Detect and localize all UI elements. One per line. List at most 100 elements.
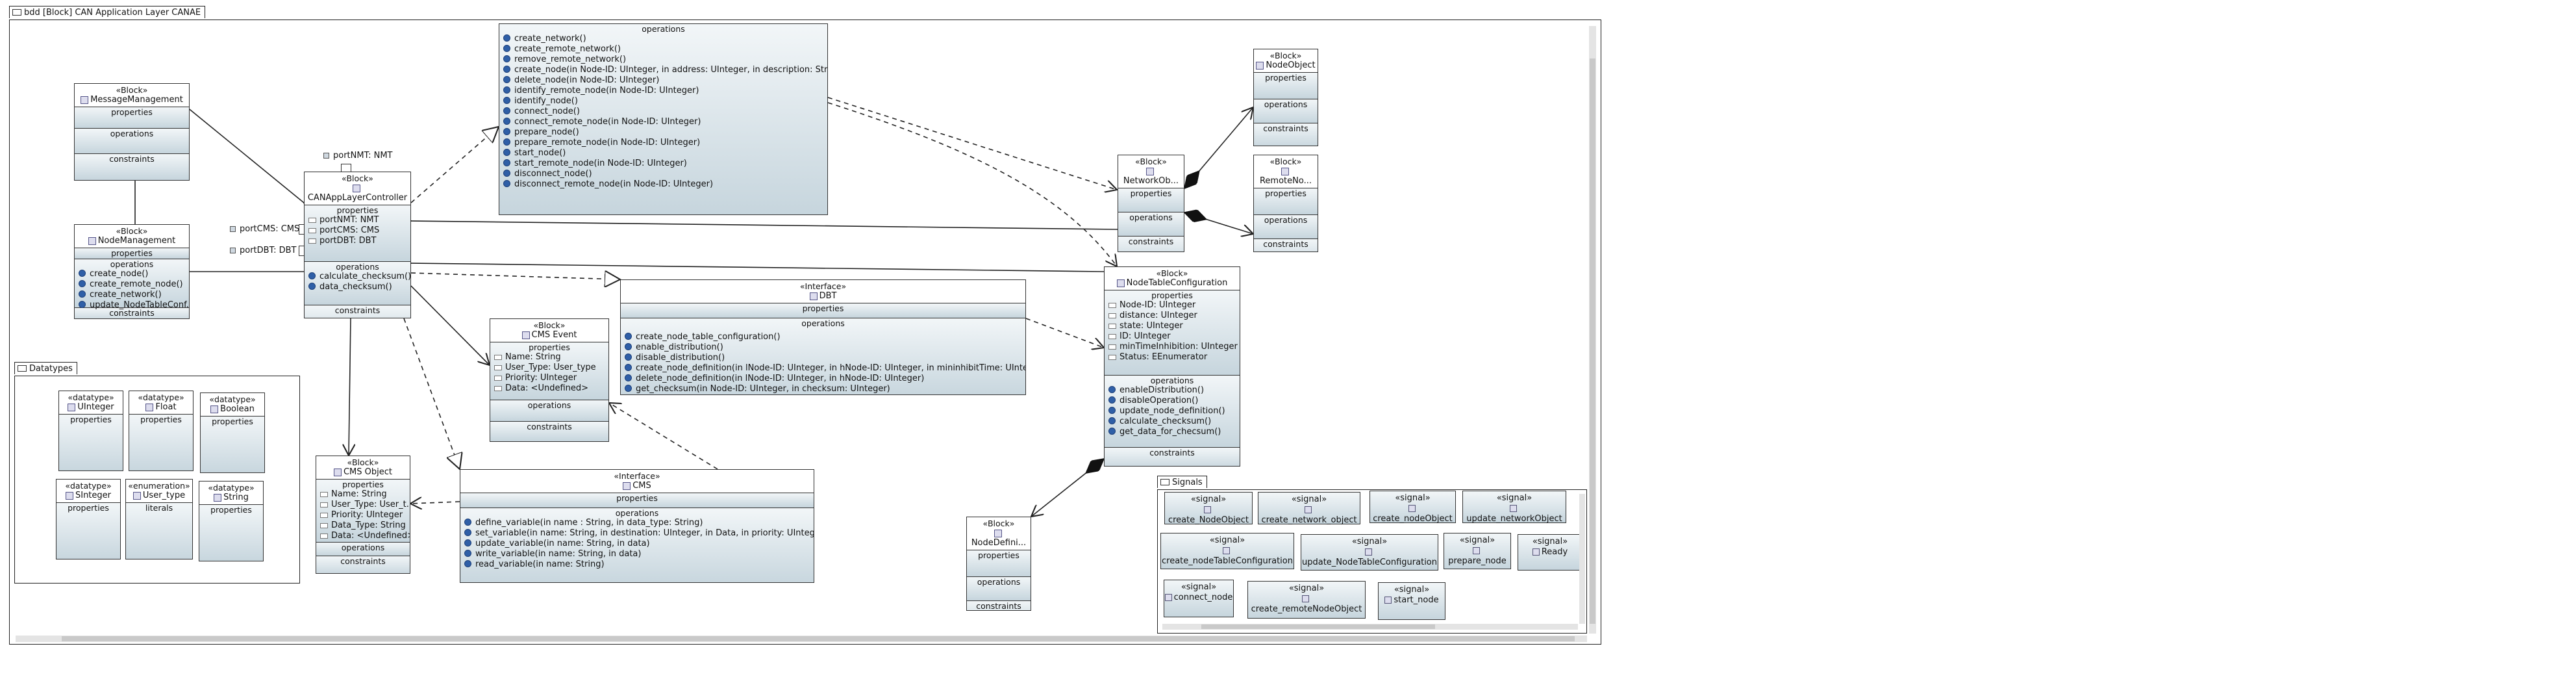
block-cms-event[interactable]: «Block» CMS Event properties Name: Strin…	[490, 318, 609, 442]
operation-item[interactable]: write_variable(in name: String, in data)	[460, 549, 814, 559]
operation-item[interactable]: update_NodeTableConf...	[75, 300, 189, 311]
operation-item[interactable]: remove_remote_network()	[499, 55, 827, 65]
operation-item[interactable]: get_data_for_checsum()	[1105, 427, 1240, 437]
operation-item[interactable]: update_variable(in name: String, in data…	[460, 539, 814, 549]
operation-item[interactable]: start_remote_node(in Node-ID: UInteger)	[499, 159, 827, 169]
signal-update-networkobject[interactable]: «signal»update_networkObject	[1462, 491, 1566, 524]
operation-item[interactable]: create_node_definition(in lNode-ID: UInt…	[621, 363, 1025, 374]
property-item[interactable]: Data: <Undefined>	[490, 383, 608, 394]
property-item[interactable]: Name: String	[316, 489, 410, 500]
operation-item[interactable]: enable_distribution()	[621, 342, 1025, 353]
operation-item[interactable]: calculate_checksum()	[305, 272, 410, 282]
property-item[interactable]: Data_Type: String	[316, 520, 410, 531]
stereotype: «Block»	[116, 85, 148, 95]
constraints-label: constraints	[109, 154, 155, 164]
operation-item[interactable]: identify_remote_node(in Node-ID: UIntege…	[499, 86, 827, 96]
operation-item[interactable]: disconnect_remote_node(in Node-ID: UInte…	[499, 179, 827, 190]
property-item[interactable]: portNMT: NMT	[305, 215, 410, 225]
operation-item[interactable]: delete_node(in Node-ID: UInteger)	[499, 75, 827, 86]
signal-create-remotenodeobject[interactable]: «signal»create_remoteNodeObject	[1247, 581, 1366, 619]
operation-item[interactable]: read_variable(in name: String)	[460, 559, 814, 570]
interface-dbt[interactable]: «Interface» DBT properties operations cr…	[620, 279, 1026, 395]
datatype-sinteger[interactable]: «datatype» SInteger properties	[56, 479, 121, 559]
property-item[interactable]: distance: UInteger	[1105, 311, 1240, 321]
block-node-management[interactable]: «Block» NodeManagement properties operat…	[74, 224, 190, 319]
signal-prepare-node[interactable]: «signal»prepare_node	[1444, 533, 1511, 569]
datatypes-package-tab[interactable]: Datatypes	[14, 362, 77, 374]
property-item[interactable]: portCMS: CMS	[305, 225, 410, 236]
property-item[interactable]: User_Type: User_t...	[316, 500, 410, 510]
operations-label: operations	[642, 24, 685, 34]
block-can-app-layer-controller[interactable]: «Block» CANAppLayerController properties…	[304, 172, 411, 318]
operation-item[interactable]: data_checksum()	[305, 282, 410, 292]
enumeration-user-type[interactable]: «enumeration» User_type literals	[125, 479, 193, 559]
operation-item[interactable]: create_remote_network()	[499, 44, 827, 55]
signal-ready[interactable]: «signal»Ready	[1518, 534, 1582, 571]
datatype-string[interactable]: «datatype» String properties	[199, 481, 264, 561]
operation-item[interactable]: enableDistribution()	[1105, 385, 1240, 396]
block-node-table-configuration[interactable]: «Block» NodeTableConfiguration propertie…	[1104, 266, 1240, 467]
block-cms-object[interactable]: «Block» CMS Object properties Name: Stri…	[316, 456, 410, 574]
diagram-title-tab[interactable]: bdd [Block] CAN Application Layer CANAE	[9, 6, 206, 18]
operation-item[interactable]: update_node_definition()	[1105, 406, 1240, 417]
signals-horizontal-scroll-thumb[interactable]	[1201, 624, 1435, 629]
datatype-uinteger[interactable]: «datatype» UInteger properties	[58, 391, 123, 471]
operation-item[interactable]: create_node_table_configuration()	[621, 332, 1025, 342]
property-item[interactable]: Priority: UInteger	[316, 510, 410, 520]
property-item[interactable]: Priority: UInteger	[490, 373, 608, 383]
operation-item[interactable]: connect_node()	[499, 107, 827, 117]
operation-item[interactable]: set_variable(in name: String, in destina…	[460, 528, 814, 539]
operation-item[interactable]: connect_remote_node(in Node-ID: UInteger…	[499, 117, 827, 127]
operation-item[interactable]: delete_node_definition(in lNode-ID: UInt…	[621, 374, 1025, 384]
operation-item[interactable]: prepare_node()	[499, 127, 827, 138]
property-item[interactable]: state: UInteger	[1105, 321, 1240, 331]
block-node-defini[interactable]: «Block» NodeDefini... properties operati…	[966, 517, 1031, 611]
signal-create-nodetableconfiguration[interactable]: «signal»create_nodeTableConfiguration	[1160, 533, 1294, 569]
datatype-float[interactable]: «datatype» Float properties	[129, 391, 194, 471]
stereotype: «signal»	[1496, 493, 1532, 503]
signal-start-node[interactable]: «signal»start_node	[1378, 582, 1445, 620]
main-horizontal-scroll-thumb[interactable]	[62, 636, 1575, 641]
property-item[interactable]: portDBT: DBT	[305, 236, 410, 246]
datatype-name: UInteger	[77, 402, 114, 412]
stereotype: «Block»	[1156, 268, 1188, 278]
signal-icon	[1164, 594, 1172, 601]
block-node-object[interactable]: «Block» NodeObject properties operations…	[1253, 49, 1318, 146]
signal-create-nodeobject-2[interactable]: «signal»create_nodeObject	[1369, 491, 1456, 524]
operation-item[interactable]: create_remote_node()	[75, 279, 189, 290]
operation-item[interactable]: define_variable(in name : String, in dat…	[460, 518, 814, 528]
property-item[interactable]: Data: <Undefined>	[316, 531, 410, 541]
interface-network-operations[interactable]: operations create_network() create_remot…	[499, 23, 828, 215]
operation-item[interactable]: disable_distribution()	[621, 353, 1025, 363]
operation-item[interactable]: start_node()	[499, 148, 827, 159]
stereotype: «signal»	[1181, 582, 1217, 592]
block-message-management[interactable]: «Block» MessageManagement properties ope…	[74, 83, 190, 181]
operation-item[interactable]: create_network()	[75, 290, 189, 300]
signals-package-tab[interactable]: Signals	[1157, 476, 1207, 488]
interface-cms[interactable]: «Interface» CMS properties operations de…	[460, 469, 814, 583]
operation-item[interactable]: create_network()	[499, 34, 827, 44]
property-item[interactable]: Status: EEnumerator	[1105, 352, 1240, 363]
signal-update-nodetableconfiguration[interactable]: «signal»update_NodeTableConfiguration	[1301, 534, 1438, 571]
operation-item[interactable]: prepare_remote_node(in Node-ID: UInteger…	[499, 138, 827, 148]
property-item[interactable]: User_Type: User_type	[490, 363, 608, 373]
block-remote-no[interactable]: «Block» RemoteNo... properties operation…	[1253, 155, 1318, 252]
property-item[interactable]: Node-ID: UInteger	[1105, 300, 1240, 311]
operation-item[interactable]: create_node()	[75, 269, 189, 279]
property-item[interactable]: ID: UInteger	[1105, 331, 1240, 342]
signal-create-nodeobject[interactable]: «signal»create_NodeObject	[1164, 492, 1253, 525]
operation-item[interactable]: disableOperation()	[1105, 396, 1240, 406]
signal-connect-node[interactable]: «signal»connect_node	[1164, 580, 1234, 617]
operation-item[interactable]: calculate_checksum()	[1105, 417, 1240, 427]
operation-item[interactable]: create_node(in Node-ID: UInteger, in add…	[499, 65, 827, 75]
datatype-boolean[interactable]: «datatype» Boolean properties	[200, 392, 265, 473]
property-item[interactable]: Name: String	[490, 352, 608, 363]
main-vertical-scroll-thumb[interactable]	[1590, 58, 1595, 624]
block-network-ob[interactable]: «Block» NetworkOb... properties operatio…	[1118, 155, 1184, 252]
operation-item[interactable]: identify_node()	[499, 96, 827, 107]
operation-item[interactable]: disconnect_node()	[499, 169, 827, 179]
operation-item[interactable]: get_checksum(in Node-ID: UInteger, in ch…	[621, 384, 1025, 394]
signal-create-network-object[interactable]: «signal»create_network_object	[1258, 492, 1360, 525]
signals-vertical-scrollbar[interactable]	[1579, 494, 1585, 624]
property-item[interactable]: minTimeInhibition: UInteger	[1105, 342, 1240, 352]
